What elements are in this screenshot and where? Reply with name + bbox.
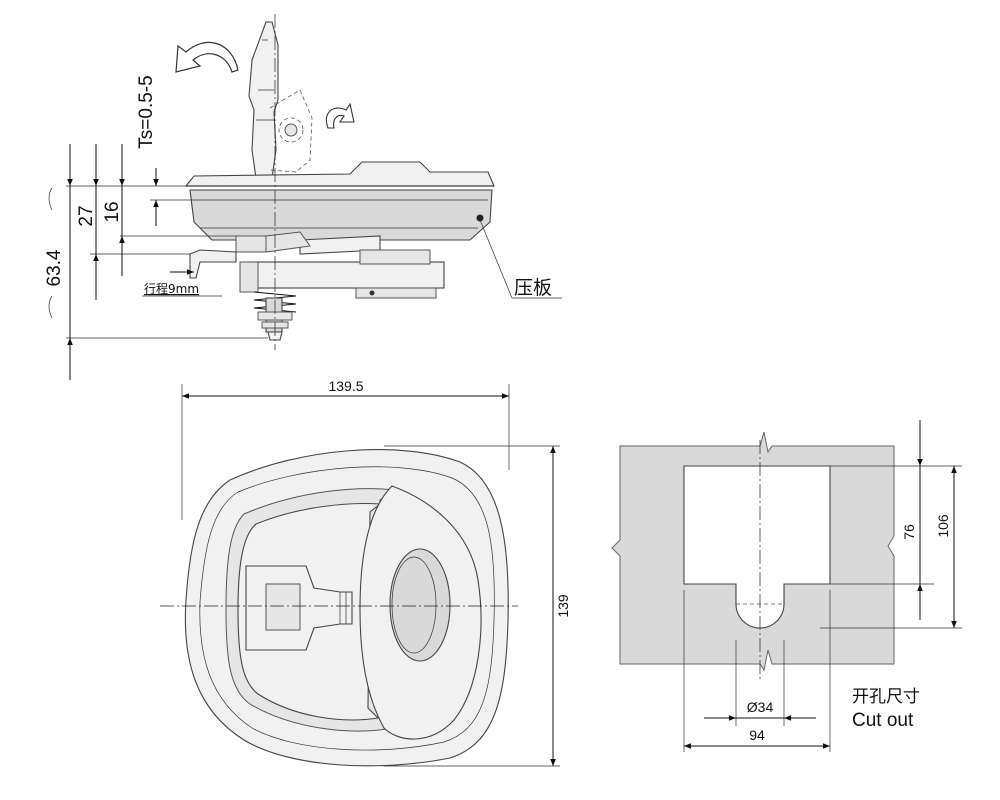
- cutout-hole: [683, 465, 831, 629]
- dim-height: 139: [555, 594, 571, 618]
- dim-thickness: Ts=0.5-5: [136, 75, 157, 148]
- rotation-arrow-small-icon: [326, 102, 355, 129]
- front-view: 139.5 139: [160, 378, 571, 767]
- handle-swing-path: [269, 89, 313, 173]
- dim-cut-width: 94: [749, 727, 765, 743]
- dim-overall-height: 106: [935, 514, 951, 538]
- cutout-title-cn: 开孔尺寸: [852, 687, 920, 707]
- top-flange: [184, 161, 495, 187]
- cutout-view: 76 106 Ø34 94 开孔尺寸 Cut out: [611, 420, 962, 752]
- dim-16: 16: [102, 201, 123, 222]
- dim-diameter: Ø34: [747, 699, 774, 715]
- dim-width: 139.5: [328, 378, 363, 394]
- dim-total-height: 63.4: [44, 249, 65, 286]
- dim-27: 27: [76, 205, 97, 226]
- cutout-title-en: Cut out: [852, 710, 914, 731]
- rotation-arrow-icon: [175, 41, 239, 73]
- push-button: [389, 548, 451, 662]
- housing-body: [189, 189, 493, 241]
- plate-label: 压板: [514, 277, 552, 299]
- stroke-label: 行程9mm: [144, 281, 199, 296]
- dim-cut-height: 76: [901, 524, 917, 540]
- side-view: 63.4 27 16 Ts=0.5-5 行程9mm 压板: [44, 14, 562, 380]
- handle-raised: [248, 21, 279, 179]
- lever-arm: [189, 249, 237, 279]
